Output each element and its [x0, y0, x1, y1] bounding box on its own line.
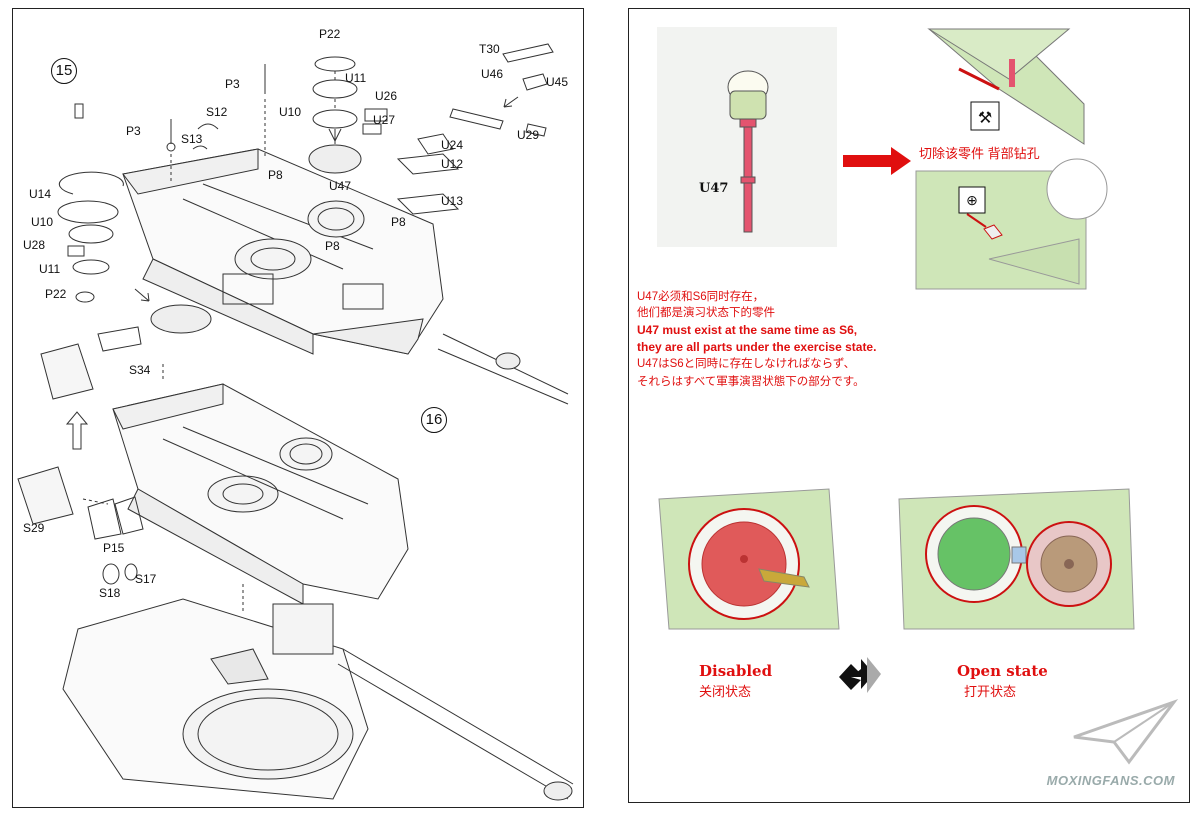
note-line-en-1: U47 must exist at the same time as S6,	[637, 323, 858, 337]
part-label-u27: U27	[373, 113, 396, 127]
part-label-s29: S29	[23, 521, 45, 535]
u47-detail-drawings: ⚒ ⊕	[657, 27, 1135, 693]
part-label-p8: P8	[391, 215, 406, 229]
right-instruction-page: ⚒ ⊕ U47 切除该零件 背部钻孔 U47必须和S6同时存在， 他们都	[628, 8, 1190, 803]
part-label-s17: S17	[135, 572, 157, 586]
part-label-u10: U10	[279, 105, 302, 119]
paper-plane-logo	[1073, 698, 1179, 765]
svg-text:⚒: ⚒	[978, 110, 992, 127]
part-label-u29: U29	[517, 128, 540, 142]
part-label-s18: S18	[99, 586, 121, 600]
note-line-cn-1: U47必须和S6同时存在，	[637, 291, 765, 303]
part-label-u11: U11	[39, 262, 61, 276]
part-label-p22: P22	[45, 287, 67, 301]
left-instruction-page: 15 16 P22 P3 U11 U26 T30 U46 U45 S12 P3 …	[12, 8, 584, 808]
part-label-u13: U13	[441, 194, 464, 208]
part-label-p8: P8	[268, 168, 283, 182]
open-state-label: Open state	[957, 662, 1048, 680]
part-label-u28: U28	[23, 238, 46, 252]
part-label-u14: U14	[29, 187, 52, 201]
part-label-u24: U24	[441, 138, 464, 152]
part-label-u47: U47	[329, 179, 352, 193]
part-label-u11: U11	[345, 71, 367, 85]
part-label-u10: U10	[31, 215, 54, 229]
part-label-u12: U12	[441, 157, 464, 171]
part-label-s12: S12	[206, 105, 228, 119]
part-label-u47-detail: U47	[699, 181, 729, 196]
part-label-p22: P22	[319, 27, 341, 41]
part-label-p3: P3	[126, 124, 141, 138]
part-label-u46: U46	[481, 67, 504, 81]
part-label-p8: P8	[325, 239, 340, 253]
watermark-text: MOXINGFANS.COM	[1046, 773, 1175, 788]
note-line-jp-1: U47はS6と同時に存在しなければならず、	[637, 358, 856, 370]
disabled-state-label: Disabled	[699, 662, 773, 680]
disabled-state-cn-label: 关闭状态	[699, 684, 752, 699]
note-line-en-2: they are all parts under the exercise st…	[637, 340, 877, 354]
open-state-cn-label: 打开状态	[964, 684, 1017, 699]
part-label-t30: T30	[479, 42, 500, 56]
part-label-u45: U45	[546, 75, 569, 89]
part-label-s13: S13	[181, 132, 203, 146]
step-number-15: 15	[51, 58, 77, 84]
svg-text:⊕: ⊕	[966, 192, 978, 208]
part-label-u26: U26	[375, 89, 398, 103]
part-label-p3: P3	[225, 77, 240, 91]
note-line-jp-2: それらはすべて軍事演習状態下の部分です。	[637, 376, 865, 388]
turret-assembly-drawing	[17, 43, 574, 801]
part-label-p15: P15	[103, 541, 125, 555]
note-line-cn-2: 他们都是演习状态下的零件	[637, 307, 775, 319]
step-number-16: 16	[421, 407, 447, 433]
part-label-s34: S34	[129, 363, 151, 377]
cut-drill-instruction: 切除该零件 背部钻孔	[919, 146, 1040, 161]
